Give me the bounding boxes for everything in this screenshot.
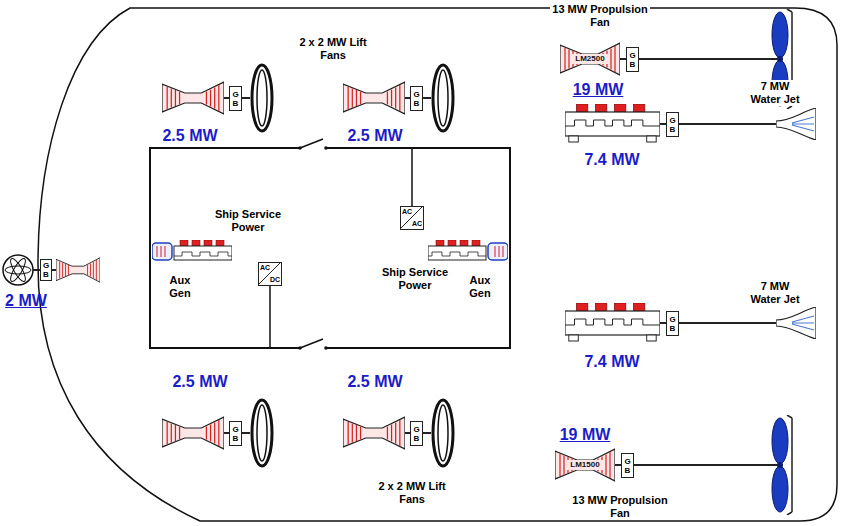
lift-fan [433,400,453,466]
part-label: Ship Service Power [375,266,455,292]
part-label: Ship Service Power [208,208,288,234]
diesel-engine [565,104,660,142]
power-rating: 2.5 MW [340,126,410,146]
bow-thruster [3,255,100,285]
power-converter: ACDC [258,262,282,286]
converter-type: AC [412,220,422,228]
aux-generator [152,240,232,260]
part-label: 2 x 2 MW Lift Fans [298,36,368,62]
converter-type: AC [260,264,270,272]
gearbox: GB [229,86,242,111]
part-label: Aux Gen [462,274,498,300]
converter-type: AC [402,208,412,216]
bow-fan [3,255,33,285]
lift-fan [433,65,453,131]
power-rating: 7.4 MW [577,150,647,170]
gearbox-label: GB [625,457,631,475]
gearbox: GB [410,421,423,446]
gas-turbine [162,417,224,449]
propulsion-fan [772,415,792,515]
fan-blade [8,257,28,284]
power-rating: 2 MW [2,291,50,311]
shaft [620,58,780,60]
gearbox: GB [666,112,679,137]
lift-fan [252,400,272,466]
gearbox-label: GB [414,425,420,443]
water-jet-nozzle [776,307,816,339]
gas-turbine [555,449,615,481]
engine-model: LM2500 [570,54,610,64]
gas-turbine [343,82,405,114]
gearbox-label: GB [414,90,420,108]
feeder-wire [411,148,413,206]
engine-model: LM1500 [565,460,605,470]
shaft [615,464,780,466]
lift-fan [252,65,272,131]
feeder-wire [269,286,271,348]
gearbox-label: GB [670,116,676,134]
switch-contact [324,146,328,150]
part-label: 13 MW Propulsion Fan [550,3,650,29]
gearbox: GB [40,259,52,281]
gas-turbine [162,82,224,114]
power-converter: ACAC [400,206,424,230]
fan-blade [8,257,28,284]
power-rating: 19 MW [563,80,633,100]
part-label: 7 MW Water Jet [748,80,803,106]
fan-blade [5,266,31,274]
gas-turbine [560,43,620,75]
diagonal-line [259,263,280,284]
gas-turbine [56,258,100,282]
bus-line [150,148,510,348]
diagonal-line [401,207,422,228]
diesel-engine [565,303,660,341]
gearbox: GB [621,453,634,478]
gearbox-label: GB [670,315,676,333]
part-label: Aux Gen [162,274,198,300]
switch-contact [298,346,302,350]
hull-outline [38,8,837,521]
power-rating: 19 MW [550,425,620,445]
part-label: 7 MW Water Jet [748,280,803,306]
gearbox: GB [626,47,639,72]
power-rating: 2.5 MW [165,372,235,392]
gas-turbine [343,417,405,449]
power-rating: 2.5 MW [155,126,225,146]
breaker-switch [300,139,323,348]
ship-service-bus [150,139,510,350]
gearbox-label: GB [233,425,239,443]
part-label: 2 x 2 MW Lift Fans [377,480,447,506]
power-rating: 7.4 MW [577,352,647,372]
gearbox: GB [229,421,242,446]
gearbox: GB [410,86,423,111]
part-label: 13 MW Propulsion Fan [570,494,670,520]
switch-contact [298,146,302,150]
water-jet-nozzle [776,108,816,140]
gearbox-label: GB [630,51,636,69]
switch-contact [324,346,328,350]
aux-generator [428,240,508,260]
gearbox: GB [666,311,679,336]
gearbox-label: GB [43,261,49,279]
gearbox-label: GB [233,90,239,108]
power-rating: 2.5 MW [340,372,410,392]
converter-type: DC [270,276,280,284]
